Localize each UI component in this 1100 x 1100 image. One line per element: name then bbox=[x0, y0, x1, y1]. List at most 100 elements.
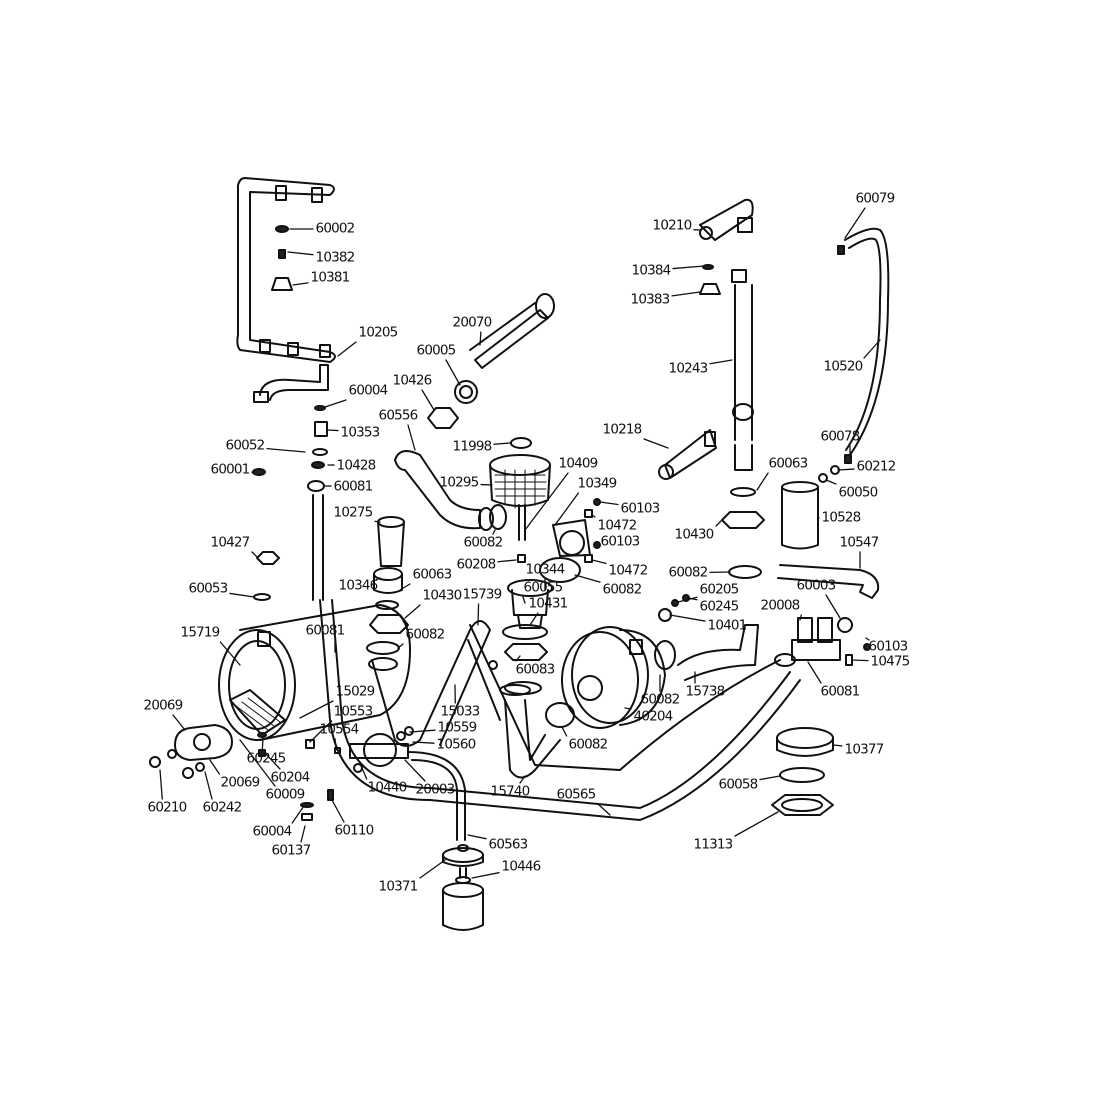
leader-line bbox=[374, 520, 381, 523]
part-label-15740: 15740 bbox=[490, 783, 531, 800]
part-label-10554: 10554 bbox=[319, 721, 360, 738]
part-label-10275: 10275 bbox=[333, 504, 374, 521]
part-label-10428: 10428 bbox=[336, 457, 377, 474]
part-label-40204: 40204 bbox=[633, 708, 674, 725]
part-label-10553: 10553 bbox=[333, 703, 374, 720]
part-label-10210: 10210 bbox=[652, 217, 693, 234]
part-label-10384: 10384 bbox=[631, 262, 672, 279]
part-label-10559: 10559 bbox=[437, 719, 478, 736]
cap-10377 bbox=[771, 727, 834, 816]
leader-line bbox=[825, 479, 837, 485]
part-label-60081: 60081 bbox=[820, 683, 861, 700]
hose-60556 bbox=[394, 450, 494, 531]
solenoid-20008 bbox=[774, 617, 871, 667]
cylinder-10528 bbox=[781, 481, 819, 550]
part-label-60210: 60210 bbox=[147, 799, 188, 816]
leader-line bbox=[515, 655, 521, 662]
part-label-10475: 10475 bbox=[870, 653, 911, 670]
pipe-10275 bbox=[369, 516, 409, 634]
part-label-60055: 60055 bbox=[523, 579, 564, 596]
leader-line bbox=[529, 612, 539, 626]
valve-20003 bbox=[349, 733, 466, 841]
leader-line bbox=[591, 514, 596, 518]
part-label-10218: 10218 bbox=[602, 421, 643, 438]
leader-line bbox=[261, 737, 264, 751]
part-label-60050: 60050 bbox=[838, 484, 879, 501]
part-label-60063: 60063 bbox=[412, 566, 453, 583]
manifold-10218 bbox=[658, 429, 717, 480]
part-label-10381: 10381 bbox=[310, 269, 351, 286]
leader-line bbox=[715, 519, 723, 527]
part-label-15033: 15033 bbox=[440, 703, 481, 720]
part-label-20008: 20008 bbox=[760, 597, 801, 614]
leader-line bbox=[239, 739, 276, 787]
leader-line bbox=[287, 251, 314, 256]
leader-line bbox=[445, 359, 461, 386]
part-label-60082: 60082 bbox=[640, 691, 681, 708]
leader-line bbox=[421, 389, 435, 411]
small-parts-top-left bbox=[252, 225, 328, 601]
part-label-60245: 60245 bbox=[699, 598, 740, 615]
part-label-11313: 11313 bbox=[693, 836, 734, 853]
part-label-10401: 10401 bbox=[707, 617, 748, 634]
part-label-60003: 60003 bbox=[796, 577, 837, 594]
leader-line bbox=[865, 637, 870, 641]
part-label-10472: 10472 bbox=[608, 562, 649, 579]
leader-line bbox=[759, 775, 781, 781]
hose-60565 bbox=[319, 599, 801, 821]
leader-line bbox=[574, 574, 601, 583]
leader-line bbox=[471, 872, 500, 879]
leader-line bbox=[844, 207, 866, 239]
part-label-60004: 60004 bbox=[252, 823, 293, 840]
part-label-60082: 60082 bbox=[668, 564, 709, 581]
part-label-15719: 15719 bbox=[180, 624, 221, 641]
leader-line bbox=[291, 805, 305, 824]
leader-line bbox=[519, 775, 526, 784]
leader-line bbox=[477, 603, 480, 626]
part-label-60204: 60204 bbox=[270, 769, 311, 786]
leader-line bbox=[669, 614, 706, 622]
leader-line bbox=[709, 359, 733, 365]
leader-line bbox=[419, 859, 446, 879]
leader-line bbox=[309, 720, 333, 743]
leader-line bbox=[851, 659, 869, 662]
pipe-15740 bbox=[499, 684, 575, 779]
leader-line bbox=[300, 825, 306, 843]
part-label-60205: 60205 bbox=[699, 581, 740, 598]
leader-line bbox=[591, 559, 607, 565]
part-label-60245: 60245 bbox=[246, 750, 287, 767]
small-fittings bbox=[149, 594, 690, 821]
part-label-60002: 60002 bbox=[315, 220, 356, 237]
leader-line bbox=[832, 744, 843, 747]
leader-line bbox=[599, 501, 619, 506]
part-label-60082: 60082 bbox=[463, 534, 504, 551]
part-label-60212: 60212 bbox=[856, 458, 897, 475]
leader-line bbox=[399, 583, 411, 591]
tube-10520 bbox=[818, 227, 890, 483]
part-label-10382: 10382 bbox=[315, 249, 356, 266]
part-label-60208: 60208 bbox=[456, 556, 497, 573]
part-label-11998: 11998 bbox=[452, 438, 493, 455]
heating-element-20070 bbox=[427, 293, 555, 429]
part-label-60081: 60081 bbox=[305, 622, 346, 639]
part-label-10446: 10446 bbox=[501, 858, 542, 875]
part-label-20070: 20070 bbox=[452, 314, 493, 331]
leader-line bbox=[493, 442, 511, 445]
leader-line bbox=[837, 468, 855, 471]
leader-line bbox=[324, 399, 347, 408]
leader-line bbox=[204, 771, 213, 800]
leader-line bbox=[554, 492, 580, 526]
part-label-60001: 60001 bbox=[210, 461, 251, 478]
part-label-60079: 60079 bbox=[855, 190, 896, 207]
part-label-15029: 15029 bbox=[335, 683, 376, 700]
group-head-10210-column-10243 bbox=[699, 198, 765, 529]
part-label-60103: 60103 bbox=[620, 500, 661, 517]
pipe-frame-10205 bbox=[236, 177, 336, 403]
part-label-60083: 60083 bbox=[515, 661, 556, 678]
leader-line bbox=[756, 472, 769, 491]
leader-line bbox=[337, 341, 357, 357]
leader-line bbox=[299, 700, 334, 719]
part-label-60078: 60078 bbox=[820, 428, 861, 445]
elbow-15738 bbox=[654, 624, 759, 681]
